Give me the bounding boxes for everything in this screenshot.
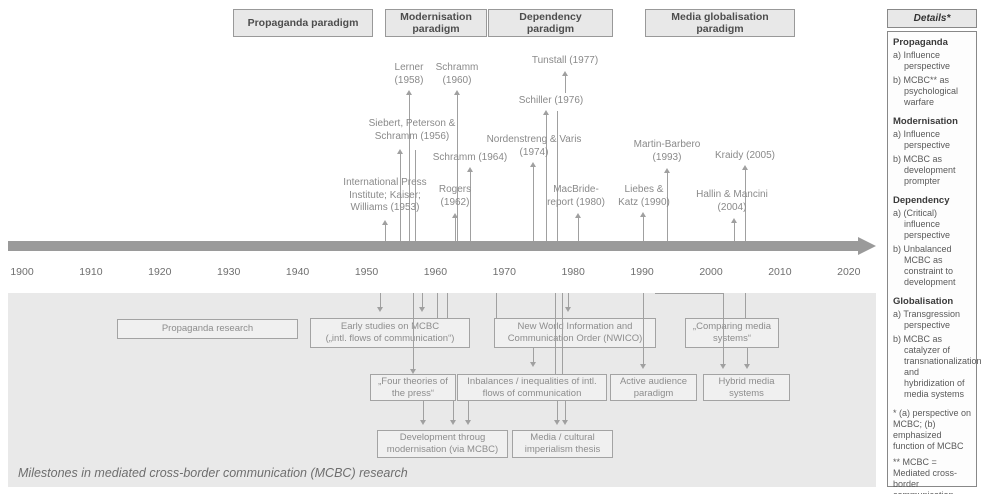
details-item: b) MCBC** as psychological warfare <box>893 75 959 107</box>
connector-arrow <box>410 293 416 374</box>
details-item: a) Influence perspective <box>893 50 951 71</box>
milestone-hallin-mancini-2004: Hallin & Mancini (2004) <box>696 189 768 213</box>
connector-line <box>415 150 416 241</box>
connector-arrow <box>467 167 473 241</box>
details-section-heading: Globalisation <box>893 296 954 307</box>
milestone-siebert-peterson-schramm-1956: Siebert, Peterson & Schramm (1956) <box>368 118 456 142</box>
connector-arrow <box>420 401 426 425</box>
connector-arrow <box>575 213 581 241</box>
milestone-liebes-katz-1990: Liebes & Katz (1990) <box>618 184 670 208</box>
connector-arrow <box>452 213 458 241</box>
connector-arrow <box>720 293 726 369</box>
milestone-schramm-1964: Schramm (1964) <box>432 152 508 163</box>
connector-arrow <box>742 165 748 241</box>
connector-arrow <box>419 293 425 312</box>
details-item: a) (Critical) influence perspective <box>893 208 951 240</box>
year-label-2020: 2020 <box>837 266 861 278</box>
details-item: b) MCBC as development prompter <box>893 154 956 186</box>
milestone-lerner-1958: Lerner (1958) <box>394 62 424 86</box>
year-label-1930: 1930 <box>217 266 241 278</box>
connector-arrow <box>406 90 412 241</box>
year-label-1950: 1950 <box>354 266 379 278</box>
milestone-nordenstreng-varis-1974: Nordenstreng & Varis (1974) <box>486 134 582 158</box>
year-label-2010: 2010 <box>768 266 792 278</box>
connector-arrow <box>543 110 549 241</box>
connector-line <box>557 111 558 241</box>
connector-arrow <box>565 293 571 312</box>
connector-arrow <box>450 401 456 425</box>
year-label-1910: 1910 <box>79 266 103 278</box>
milestone-tunstall-1977: Tunstall (1977) <box>531 55 599 66</box>
connector-arrow <box>554 401 560 425</box>
details-section-heading: Dependency <box>893 195 950 206</box>
figure-caption: Milestones in mediated cross-border comm… <box>18 466 408 480</box>
details-footnote: ** MCBC = Mediated cross-border communic… <box>893 457 958 494</box>
box-four-theories-press: „Four theories of the press“ <box>370 374 456 401</box>
connector-arrow <box>530 348 536 367</box>
details-header: Details* <box>887 9 977 28</box>
box-propaganda-research: Propaganda research <box>117 319 298 339</box>
milestone-macbride-report-1980: MacBride- report (1980) <box>547 184 605 208</box>
box-development-modernisation: Development throug modernisation (via MC… <box>377 430 508 458</box>
connector-line <box>745 293 746 318</box>
connector-elbow <box>655 293 723 294</box>
milestone-rogers-1962: Rogers (1962) <box>438 184 472 208</box>
box-media-cultural-imperialism: Media / cultural imperialism thesis <box>512 430 613 458</box>
paradigm-box-propaganda: Propaganda paradigm <box>233 9 373 37</box>
paradigm-box-media-globalisation: Media globalisation paradigm <box>645 9 795 37</box>
year-label-1970: 1970 <box>492 266 516 278</box>
milestone-ipi-kaiser-williams-1953: International Press Institute; Kaiser; W… <box>343 177 427 213</box>
paradigm-box-modernisation: Modernisation paradigm <box>385 9 487 37</box>
connector-line <box>555 293 556 374</box>
connector-arrow <box>377 293 383 312</box>
details-section-heading: Propaganda <box>893 37 948 48</box>
connector-arrow <box>731 218 737 241</box>
connector-line <box>562 293 563 374</box>
year-label-1940: 1940 <box>285 266 310 278</box>
year-label-1960: 1960 <box>423 266 448 278</box>
details-section-heading: Modernisation <box>893 116 958 127</box>
connector-arrow <box>744 348 750 369</box>
connector-line <box>437 293 438 318</box>
connector-line <box>496 293 497 318</box>
year-label-1980: 1980 <box>561 266 585 278</box>
connector-arrow <box>664 168 670 241</box>
year-label-1920: 1920 <box>148 266 172 278</box>
details-item: a) Influence perspective <box>893 129 951 150</box>
milestone-martin-barbero-1993: Martin-Barbero (1993) <box>633 139 701 163</box>
connector-arrow <box>465 401 471 425</box>
connector-arrow <box>640 212 646 241</box>
details-panel: Propaganda a) Influence perspective b) MCB… <box>887 31 982 494</box>
details-item: b) Unbalanced MCBC as constraint to deve… <box>893 244 956 287</box>
milestone-schramm-1960: Schramm (1960) <box>435 62 479 86</box>
connector-arrow <box>640 293 646 369</box>
details-item: a) Transgression perspective <box>893 309 961 330</box>
details-footnote: * (a) perspective on MCBC; (b) emphasize… <box>893 408 972 451</box>
box-comparing-media-systems: „Comparing media systems“ <box>685 318 779 348</box>
connector-line <box>447 293 448 318</box>
timeline-arrow-head <box>858 237 876 255</box>
box-hybrid-media-systems: Hybrid media systems <box>703 374 790 401</box>
connector-arrow <box>530 162 536 241</box>
box-inbalances-flows: Inbalances / inequalities of intl. flows… <box>457 374 607 401</box>
connector-arrow <box>562 71 568 93</box>
box-active-audience: Active audience paradigm <box>610 374 697 401</box>
timeline-bar <box>8 241 858 251</box>
year-label-1900: 1900 <box>10 266 34 278</box>
milestone-kraidy-2005: Kraidy (2005) <box>714 150 776 161</box>
paradigm-box-dependency: Dependency paradigm <box>488 9 613 37</box>
connector-arrow <box>562 401 568 425</box>
milestone-schiller-1976: Schiller (1976) <box>518 95 584 106</box>
year-label-2000: 2000 <box>699 266 723 278</box>
connector-arrow <box>382 220 388 241</box>
box-early-studies-mcbc: Early studies on MCBC („intl. flows of c… <box>310 318 470 348</box>
connector-arrow <box>454 90 460 241</box>
box-nwico: New World Information and Communication … <box>494 318 656 348</box>
details-item: b) MCBC as catalyzer of transnationaliza… <box>893 334 982 399</box>
connector-arrow <box>397 149 403 241</box>
year-label-1990: 1990 <box>630 266 654 278</box>
